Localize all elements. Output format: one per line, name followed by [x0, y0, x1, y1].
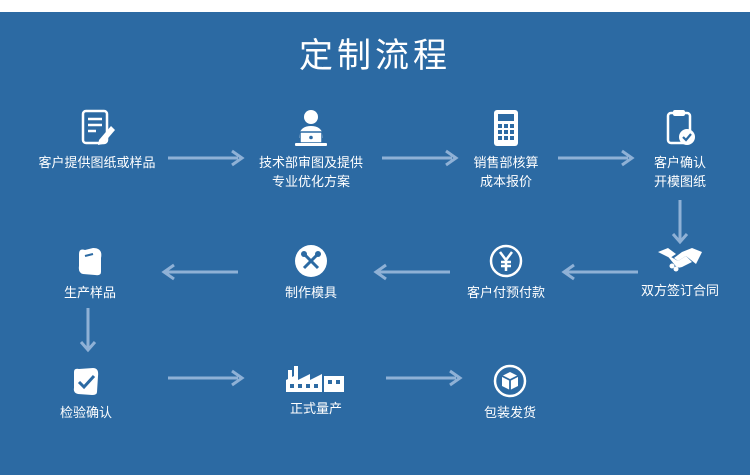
step-confirm-mold-drawings: 客户确认开模图纸 — [630, 108, 730, 192]
document-pen-icon — [81, 109, 115, 145]
page-title: 定制流程 — [299, 36, 451, 76]
engineer-laptop-icon — [295, 110, 327, 146]
step-package-ship: 包装发货 — [460, 364, 560, 423]
step-provide-drawings: 客户提供图纸或样品 — [22, 108, 172, 173]
step-tech-review: 技术部审图及提供专业优化方案 — [236, 108, 386, 192]
arrow-left-icon — [561, 263, 638, 281]
arrow-right-icon — [168, 369, 245, 387]
yen-coin-icon — [489, 244, 523, 278]
arrow-right-icon — [558, 149, 635, 167]
arrow-left-icon — [373, 263, 450, 281]
step-produce-samples: 生产样品 — [40, 244, 140, 303]
step-label: 生产样品 — [63, 286, 116, 301]
flowchart-panel — [0, 12, 750, 475]
step-sales-quote: 销售部核算成本报价 — [446, 108, 566, 192]
inspection-check-icon — [73, 368, 99, 395]
clipboard-check-icon — [666, 110, 695, 145]
arrow-down-icon — [671, 200, 689, 245]
sample-part-icon — [78, 248, 102, 276]
step-label: 客户付预付款 — [466, 286, 545, 301]
step-label: 正式量产 — [289, 402, 342, 417]
handshake-icon — [658, 248, 702, 272]
tools-icon — [295, 245, 327, 277]
arrow-right-icon — [386, 369, 463, 387]
step-pay-deposit: 客户付预付款 — [446, 244, 566, 303]
step-label: 双方签订合同 — [640, 284, 719, 299]
calculator-icon — [494, 110, 518, 146]
step-sign-contract: 双方签订合同 — [630, 244, 730, 301]
step-mass-production: 正式量产 — [266, 364, 366, 419]
step-inspection: 检验确认 — [36, 364, 136, 423]
package-box-icon — [493, 364, 527, 398]
arrow-right-icon — [382, 149, 459, 167]
step-label: 客户确认开模图纸 — [653, 156, 706, 190]
step-label: 包装发货 — [483, 406, 536, 421]
step-label: 检验确认 — [59, 406, 112, 421]
arrow-down-icon — [79, 308, 97, 353]
step-label: 销售部核算成本报价 — [473, 156, 539, 190]
step-label: 客户提供图纸或样品 — [38, 156, 156, 171]
arrow-left-icon — [161, 263, 238, 281]
factory-icon — [286, 366, 344, 392]
step-make-mold: 制作模具 — [261, 244, 361, 303]
step-label: 制作模具 — [284, 286, 337, 301]
arrow-right-icon — [168, 149, 245, 167]
step-label: 技术部审图及提供专业优化方案 — [258, 156, 363, 190]
